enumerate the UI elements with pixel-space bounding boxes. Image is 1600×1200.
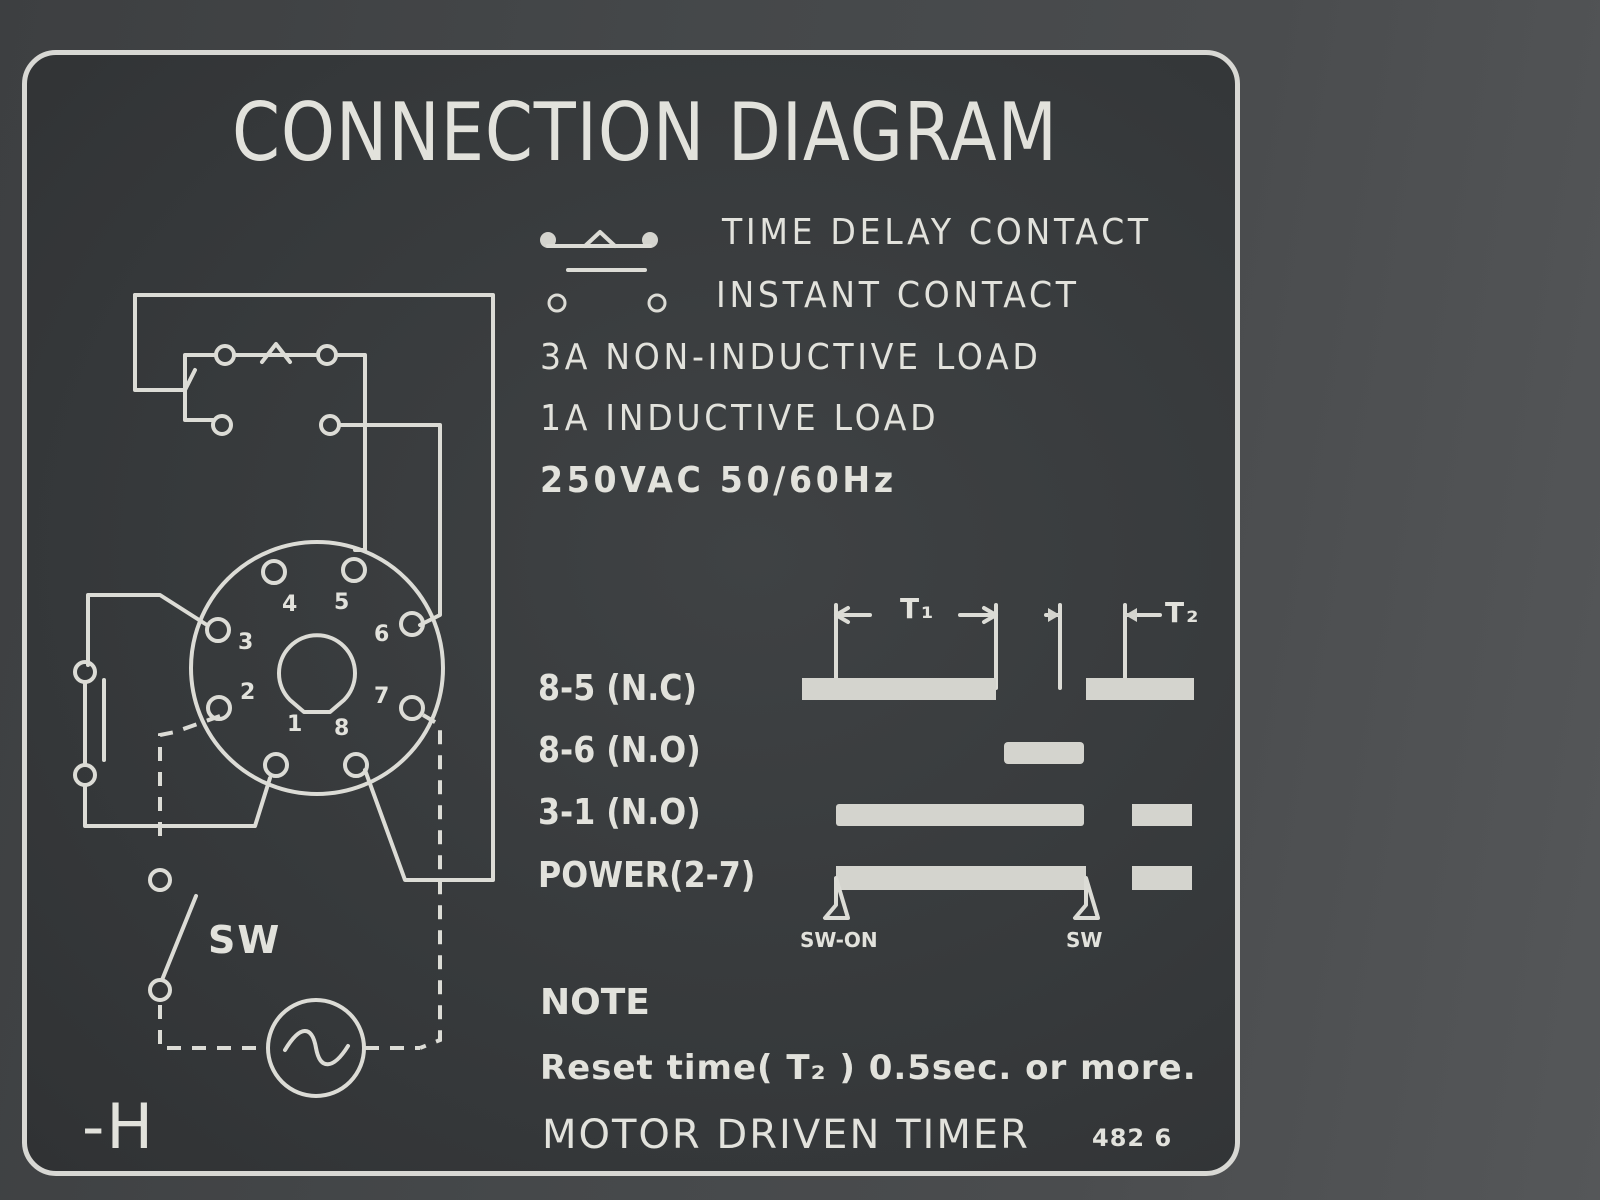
sw-on-label: SW-ON xyxy=(800,928,878,952)
instant-contact-symbol xyxy=(547,293,667,313)
timing-row-3-1: 3-1 (N.O) xyxy=(538,792,701,833)
bar-8-6 xyxy=(1004,742,1084,764)
bar-power-a xyxy=(836,866,1086,890)
bar-8-5-a xyxy=(802,678,996,700)
t1-label: T₁ xyxy=(900,592,936,625)
timing-row-8-5: 8-5 (N.C) xyxy=(538,668,698,709)
rating-inductive: 1A INDUCTIVE LOAD xyxy=(540,398,940,439)
pin-label-3: 3 xyxy=(238,630,256,655)
pin-label-7: 7 xyxy=(374,684,392,709)
model-suffix: -H xyxy=(82,1090,155,1163)
outer-wire xyxy=(133,293,495,882)
time-delay-contact-symbol xyxy=(540,230,658,272)
rating-non-inductive: 3A NON-INDUCTIVE LOAD xyxy=(540,337,1042,378)
note-heading: NOTE xyxy=(540,982,650,1023)
pin-label-1: 1 xyxy=(287,712,305,737)
note-text: Reset time( T₂ ) 0.5sec. or more. xyxy=(540,1048,1197,1088)
pin-label-2: 2 xyxy=(240,680,258,705)
bar-3-1-a xyxy=(836,804,1084,826)
diagram-title: CONNECTION DIAGRAM xyxy=(232,86,1058,179)
timing-chart xyxy=(802,603,1194,920)
sw-off-label: SW xyxy=(1066,928,1103,952)
pin-label-8: 8 xyxy=(334,716,352,741)
t2-label: T₂ xyxy=(1165,596,1201,629)
rating-voltage: 250VAC 50/60Hz xyxy=(540,460,897,501)
bar-3-1-b xyxy=(1132,804,1192,826)
legend-instant: INSTANT CONTACT xyxy=(716,275,1080,316)
octal-socket xyxy=(189,540,445,796)
pin-label-5: 5 xyxy=(334,590,352,615)
connection-diagram-plate xyxy=(22,50,1240,1176)
product-name: MOTOR DRIVEN TIMER xyxy=(542,1112,1030,1158)
product-code: 482 6 xyxy=(1092,1124,1173,1152)
pin-label-4: 4 xyxy=(282,592,300,617)
timing-row-power: POWER(2-7) xyxy=(538,855,756,896)
switch-label: SW xyxy=(208,918,282,962)
ac-source xyxy=(266,998,366,1098)
bar-power-b xyxy=(1132,866,1192,890)
legend-time-delay: TIME DELAY CONTACT xyxy=(722,212,1152,253)
bar-8-5-b xyxy=(1086,678,1194,700)
timing-row-8-6: 8-6 (N.O) xyxy=(538,730,701,771)
pin-label-6: 6 xyxy=(374,622,392,647)
